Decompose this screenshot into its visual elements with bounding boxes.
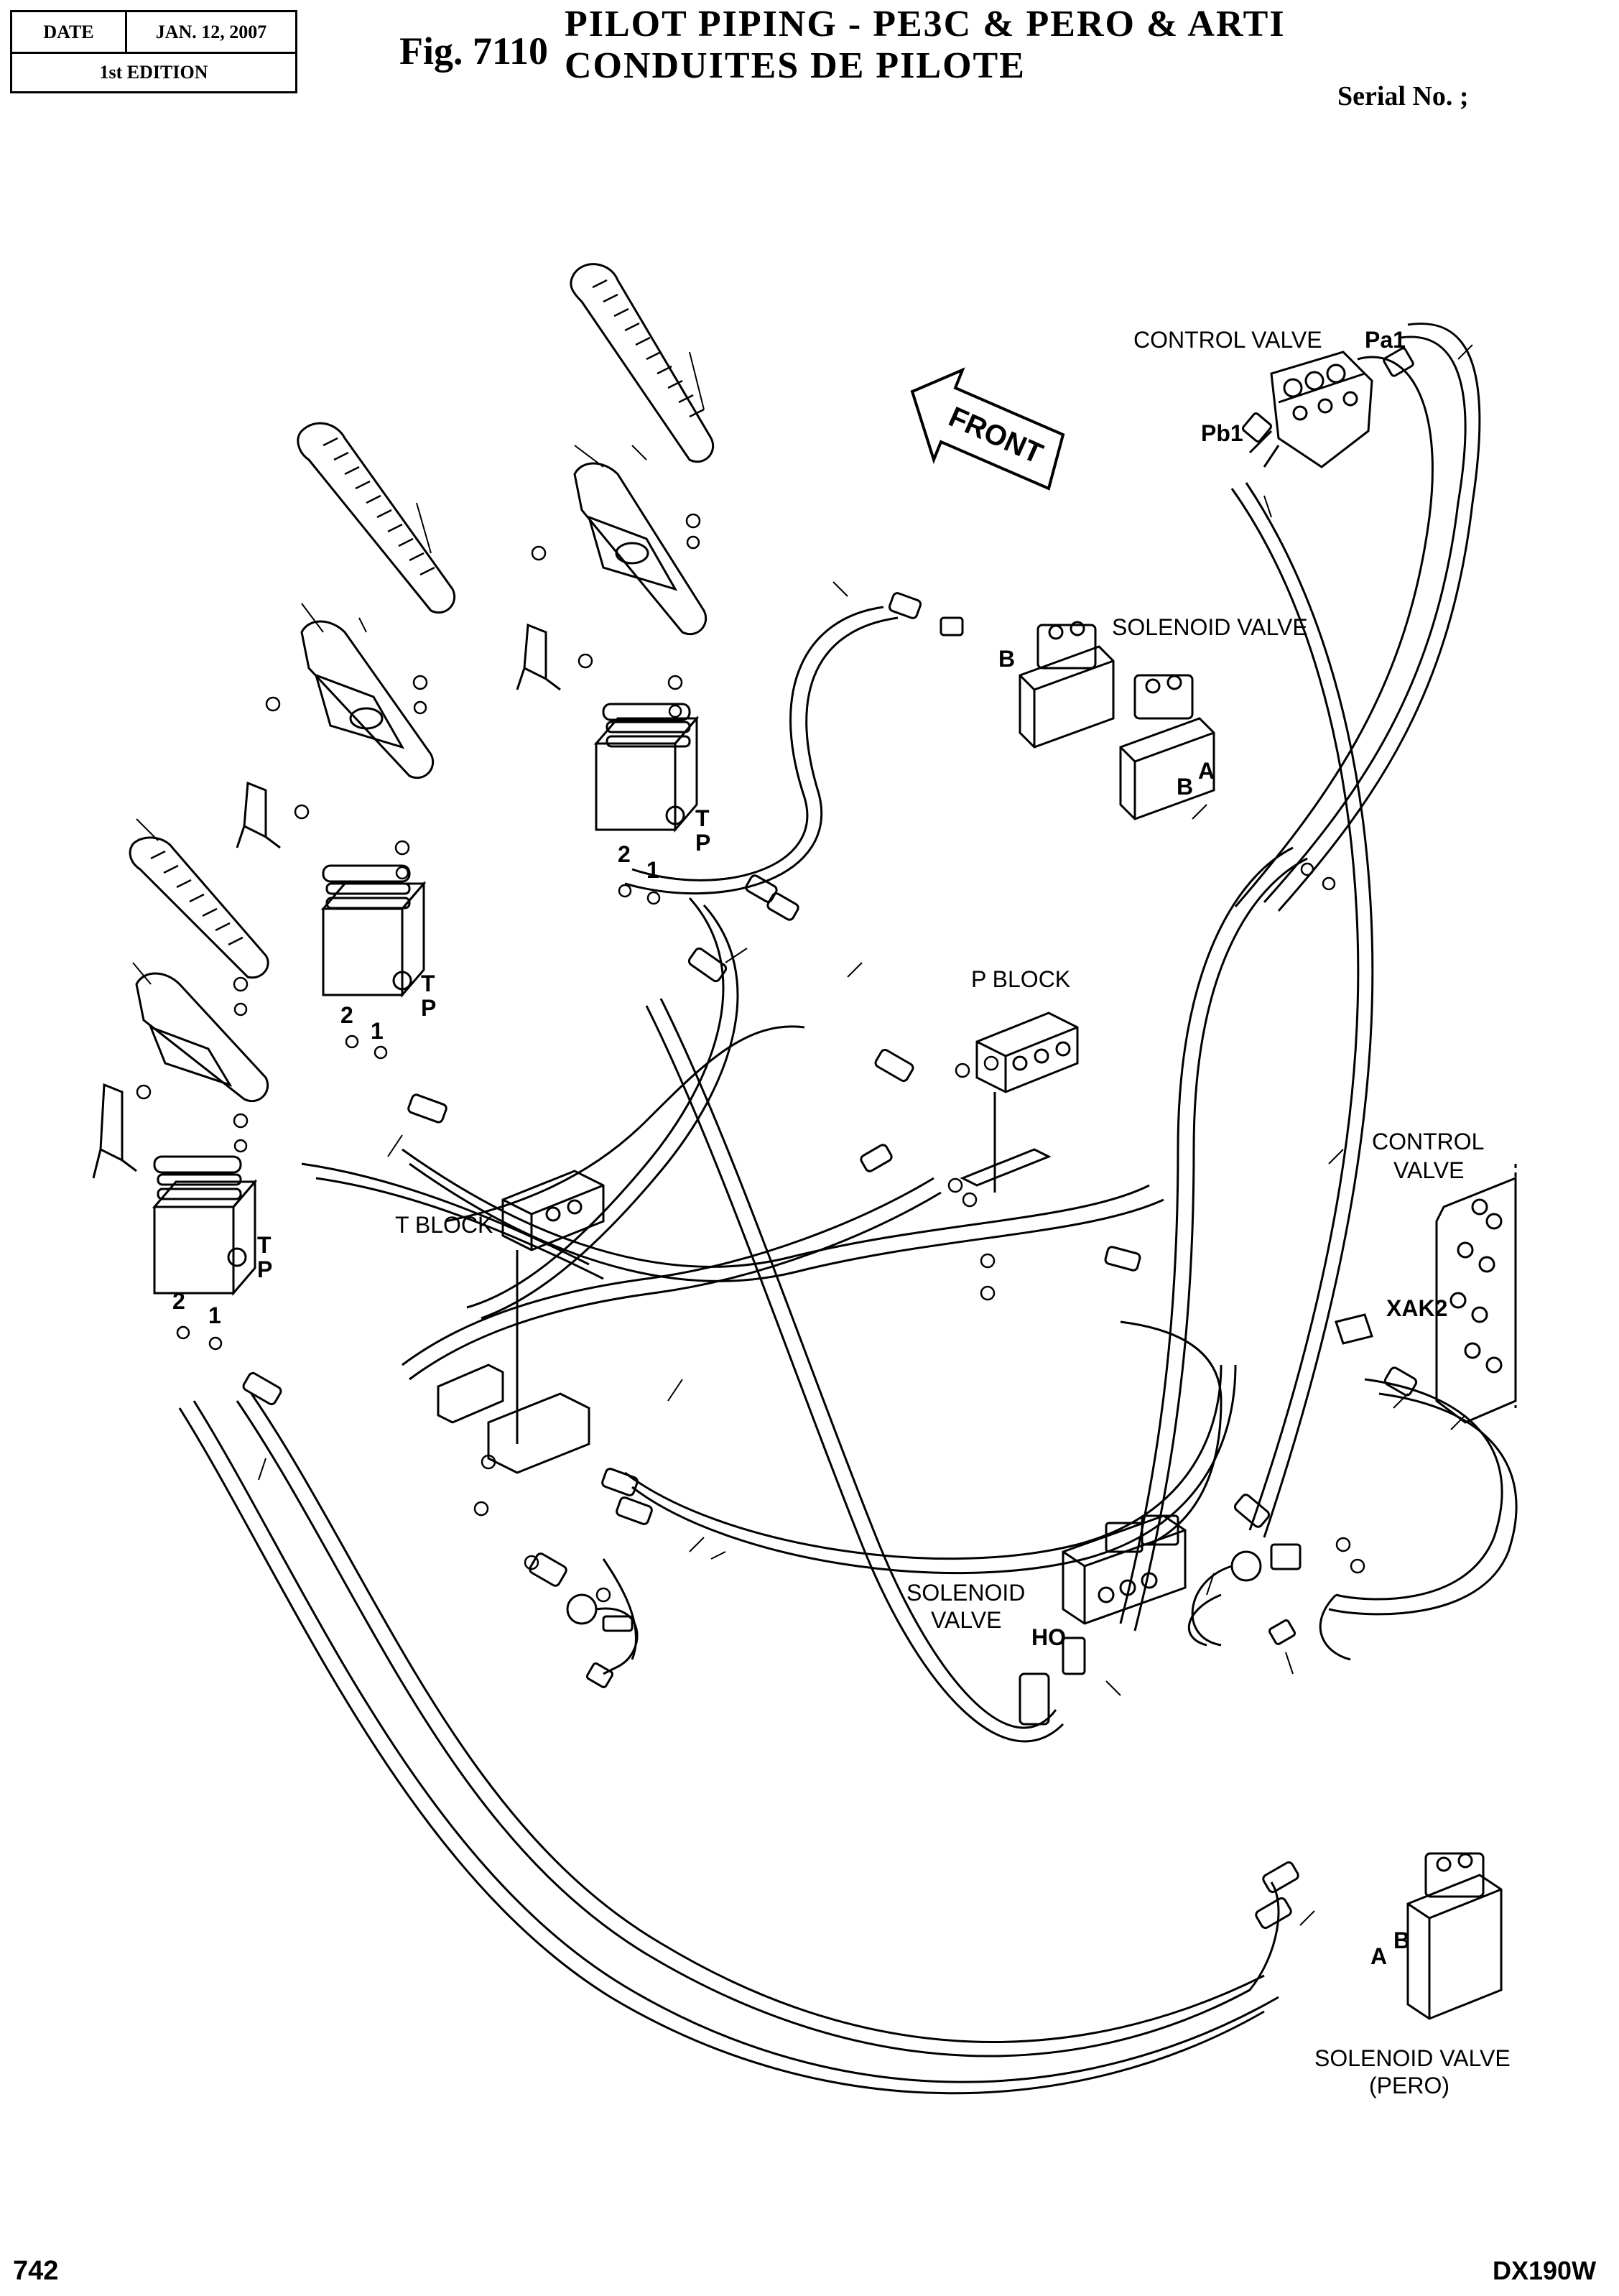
- pedal-left-top: [297, 422, 456, 614]
- revision-row: DATE JAN. 12, 2007: [12, 12, 295, 54]
- figure-number: Fig. 7110: [399, 29, 549, 73]
- label-port-t-low: T: [257, 1232, 272, 1258]
- label-port-t-mid: T: [421, 971, 435, 996]
- front-arrow: [910, 367, 1065, 491]
- label-port-b-pero: B: [1393, 1927, 1410, 1953]
- label-control-valve-top: CONTROL VALVE: [1133, 327, 1322, 353]
- label-port-1-low: 1: [208, 1302, 221, 1328]
- label-port-t-top: T: [695, 805, 710, 831]
- label-port-2-low: 2: [172, 1288, 185, 1314]
- label-port-2-top: 2: [618, 841, 631, 867]
- label-port-b-mid: B: [1177, 774, 1193, 800]
- label-pa1: Pa1: [1365, 327, 1406, 353]
- pedal-valve-mid: [320, 864, 427, 999]
- hose-fittings: [242, 347, 1418, 1930]
- label-control-valve-right-1: CONTROL: [1372, 1129, 1484, 1154]
- label-port-1-mid: 1: [371, 1018, 384, 1044]
- label-ho: HO: [1031, 1624, 1066, 1650]
- t-block: [437, 1170, 605, 1474]
- bracket-handles: [92, 623, 561, 1179]
- label-port-b-top: B: [998, 646, 1015, 672]
- label-port-p-mid: P: [421, 995, 436, 1021]
- leader-lines: [132, 344, 1473, 1926]
- solenoid-valve-pero: [1406, 1852, 1503, 2020]
- label-port-a-pero: A: [1370, 1943, 1387, 1969]
- pedal-valve-top: [593, 703, 700, 833]
- label-pb1: Pb1: [1201, 420, 1243, 446]
- pressure-switches: [566, 1550, 1296, 1688]
- label-solenoid-valve-mid-2: VALVE: [931, 1607, 1001, 1633]
- solenoid-valve-top: [1019, 621, 1215, 820]
- date-label: DATE: [12, 12, 127, 52]
- label-port-p-low: P: [257, 1256, 272, 1282]
- pedal-left-low: [129, 836, 269, 979]
- label-control-valve-right-2: VALVE: [1393, 1157, 1464, 1183]
- label-port-2-mid: 2: [340, 1002, 353, 1028]
- label-port-1-top: 1: [646, 857, 659, 883]
- page-subtitle: CONDUITES DE PILOTE: [565, 45, 1026, 86]
- control-valve-top: [1248, 351, 1373, 468]
- label-solenoid-valve-top: SOLENOID VALVE: [1112, 614, 1308, 640]
- label-solenoid-pero-2: (PERO): [1369, 2073, 1449, 2098]
- edition-label: 1st EDITION: [99, 62, 208, 83]
- pedal-right-top: [570, 263, 715, 463]
- label-xak2: XAK2: [1386, 1295, 1447, 1321]
- label-port-a-mid: A: [1198, 758, 1215, 784]
- control-valve-right: [1335, 1164, 1517, 1424]
- fittings: [136, 513, 1365, 1603]
- diagram-labels: CONTROL VALVE Pa1 Pb1 FRONT SOLENOID VAL…: [172, 327, 1511, 2098]
- pedal-plate-3: [135, 972, 269, 1103]
- hose-group: [178, 323, 1518, 2095]
- label-t-block: T BLOCK: [395, 1212, 493, 1238]
- page-title: PILOT PIPING - PE3C & PERO & ARTI: [565, 4, 1286, 45]
- label-solenoid-valve-mid-1: SOLENOID: [906, 1580, 1025, 1606]
- page-number: 742: [13, 2256, 59, 2286]
- serial-number: Serial No. ;: [1337, 81, 1469, 111]
- pedal-plate-2: [573, 462, 708, 636]
- p-block: [960, 1012, 1079, 1193]
- label-solenoid-pero-1: SOLENOID VALVE: [1314, 2045, 1511, 2071]
- label-p-block: P BLOCK: [971, 966, 1070, 992]
- pedal-valve-low: [152, 1155, 258, 1297]
- solenoid-valve-mid: [1062, 1514, 1187, 1625]
- label-port-p-top: P: [695, 830, 710, 856]
- revision-box: DATE JAN. 12, 2007 1st EDITION: [10, 10, 297, 93]
- label-front: FRONT: [944, 401, 1047, 470]
- date-value: JAN. 12, 2007: [155, 21, 267, 42]
- model-number: DX190W: [1493, 2256, 1597, 2285]
- pedal-plate-1: [300, 620, 435, 779]
